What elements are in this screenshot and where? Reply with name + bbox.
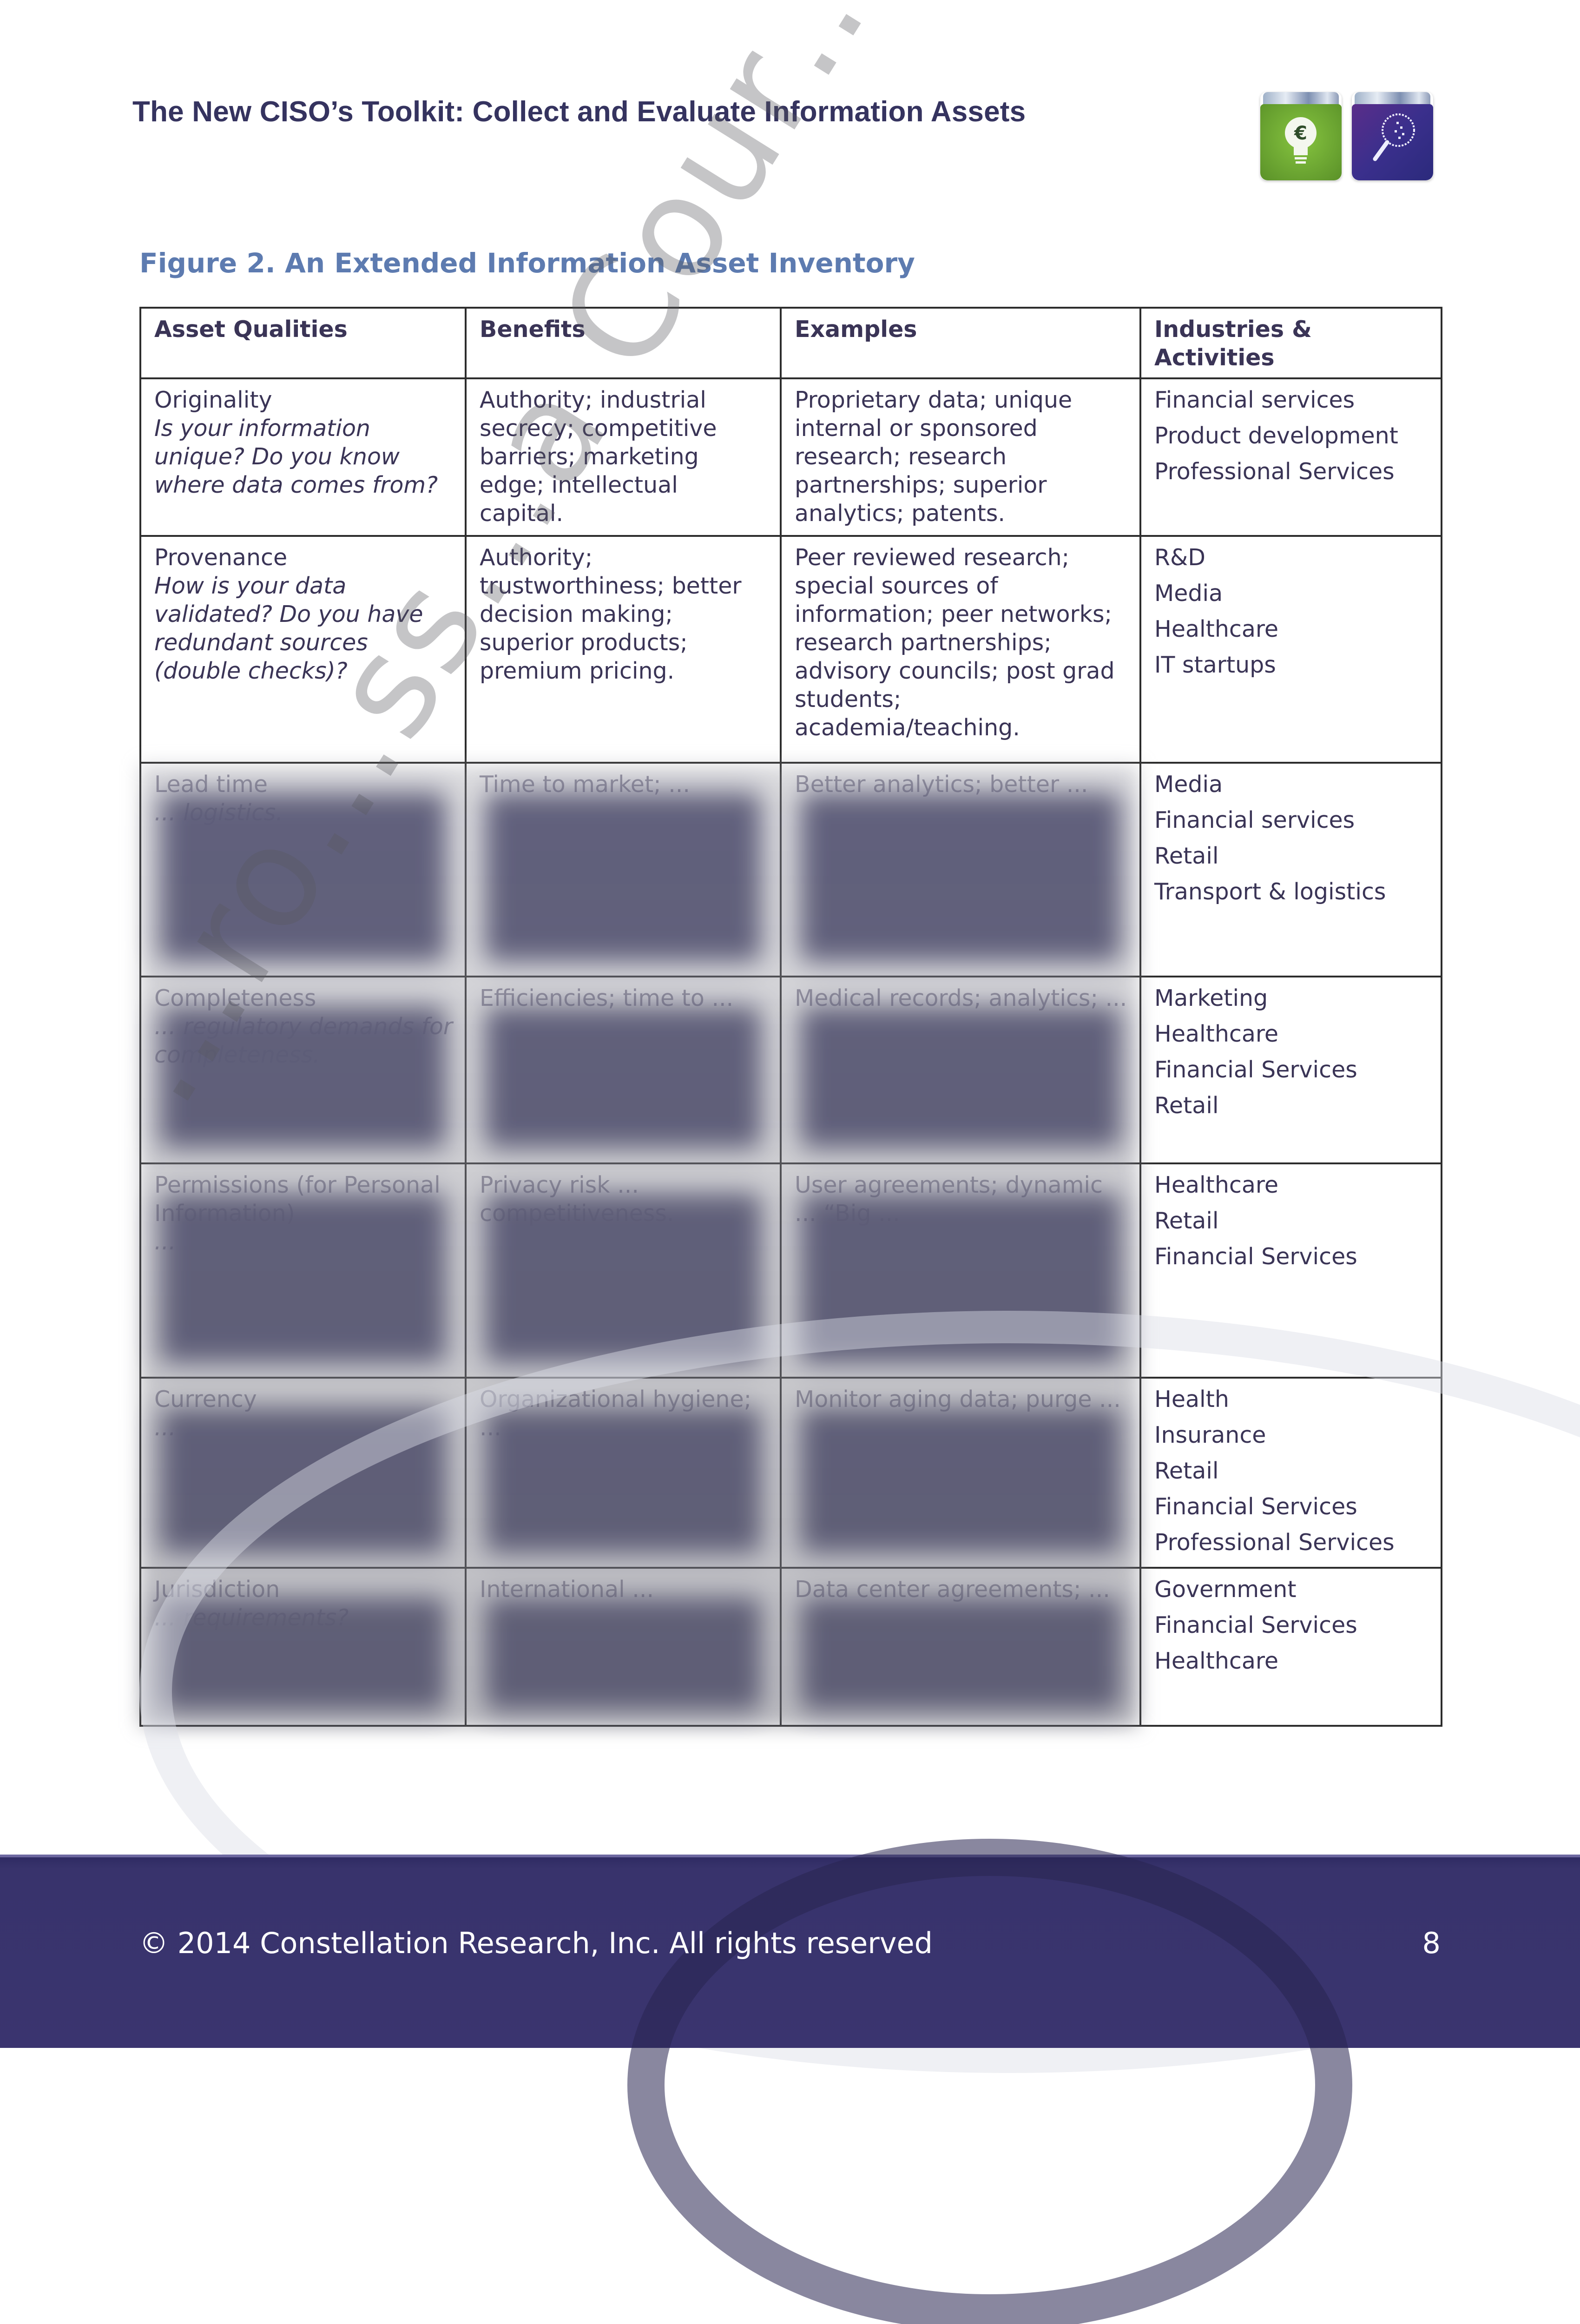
industry-item: Government <box>1154 1576 1297 1603</box>
asset-quality-cell: Completeness ... regulatory demands for … <box>139 976 467 1164</box>
quality-name: Originality <box>154 387 272 413</box>
benefits-cell: Time to market; ... <box>465 762 782 977</box>
industry-item: Media <box>1154 580 1223 607</box>
examples-cell: Peer reviewed research; special sources … <box>780 535 1141 764</box>
redaction-blur <box>800 1193 1121 1363</box>
figure-title: Figure 2. An Extended Information Asset … <box>139 247 915 279</box>
svg-text:€: € <box>1294 123 1307 144</box>
quality-question: Is your information unique? Do you know … <box>154 415 438 498</box>
page-number: 8 <box>1422 1926 1441 1960</box>
industry-item: Financial services <box>1154 387 1355 413</box>
redaction-blur <box>160 1598 446 1711</box>
header-icons: € <box>1260 92 1433 180</box>
industry-item: Healthcare <box>1154 616 1279 642</box>
benefits-cell: International ... <box>465 1567 782 1727</box>
redaction-blur <box>485 1598 761 1711</box>
industry-item: Retail <box>1154 1458 1219 1484</box>
footer-decoration <box>627 1839 1352 2324</box>
column-header: Asset Qualities <box>139 307 467 379</box>
industry-item: Retail <box>1154 1092 1219 1119</box>
industry-item: Healthcare <box>1154 1172 1279 1198</box>
redaction-blur <box>800 1598 1121 1711</box>
examples-cell: Data center agreements; ... <box>780 1567 1141 1727</box>
industry-item: Marketing <box>1154 985 1268 1011</box>
redaction-blur <box>485 1006 761 1149</box>
table-row: Permissions (for Personal Information) .… <box>139 1162 1442 1379</box>
quality-name: Provenance <box>154 544 288 571</box>
column-header: Benefits <box>465 307 782 379</box>
table-row: Jurisdiction ... requirements? Internati… <box>139 1567 1442 1727</box>
table-row: Lead time ... logistics. Time to market;… <box>139 762 1442 977</box>
benefits-cell: Authority; trustworthiness; better decis… <box>465 535 782 764</box>
industries-cell: Financial services Product development P… <box>1139 377 1442 537</box>
industry-item: Financial Services <box>1154 1243 1357 1270</box>
table-row: Currency ... Organizational hygiene; ...… <box>139 1377 1442 1569</box>
industries-cell: Health Insurance Retail Financial Servic… <box>1139 1377 1442 1569</box>
benefits-cell: Efficiencies; time to ... <box>465 976 782 1164</box>
industry-item: Financial services <box>1154 807 1355 833</box>
industry-item: Health <box>1154 1386 1229 1413</box>
industry-item: Insurance <box>1154 1422 1266 1448</box>
redaction-blur <box>160 792 446 962</box>
industry-item: Professional Services <box>1154 1529 1395 1556</box>
industry-item: Financial Services <box>1154 1612 1357 1638</box>
asset-quality-cell: Lead time ... logistics. <box>139 762 467 977</box>
column-header: Examples <box>780 307 1141 379</box>
asset-quality-cell: Jurisdiction ... requirements? <box>139 1567 467 1727</box>
industry-item: Retail <box>1154 1208 1219 1234</box>
benefits-cell: Organizational hygiene; ... <box>465 1377 782 1569</box>
redaction-blur <box>800 792 1121 962</box>
redaction-blur <box>160 1407 446 1553</box>
table-row: Completeness ... regulatory demands for … <box>139 976 1442 1164</box>
asset-quality-cell: Originality Is your information unique? … <box>139 377 467 537</box>
examples-cell: Better analytics; better ... <box>780 762 1141 977</box>
magnifier-data-icon <box>1352 92 1433 180</box>
industry-item: Professional Services <box>1154 458 1395 485</box>
industries-cell: Marketing Healthcare Financial Services … <box>1139 976 1442 1164</box>
industries-cell: R&D Media Healthcare IT startups <box>1139 535 1442 764</box>
industries-cell: Government Financial Services Healthcare <box>1139 1567 1442 1727</box>
column-header: Industries & Activities <box>1139 307 1442 379</box>
asset-quality-cell: Permissions (for Personal Information) .… <box>139 1162 467 1379</box>
euro-lightbulb-icon: € <box>1260 92 1342 180</box>
industry-item: Financial Services <box>1154 1056 1357 1083</box>
asset-quality-cell: Currency ... <box>139 1377 467 1569</box>
table-row: Originality Is your information unique? … <box>139 377 1442 537</box>
quality-question: How is your data validated? Do you have … <box>154 573 423 684</box>
table-header-row: Asset Qualities Benefits Examples Indust… <box>139 307 1442 379</box>
industry-item: Transport & logistics <box>1154 878 1386 905</box>
redaction-blur <box>800 1006 1121 1149</box>
redaction-blur <box>485 792 761 962</box>
examples-cell: Monitor aging data; purge ... <box>780 1377 1141 1569</box>
table-row: Provenance How is your data validated? D… <box>139 535 1442 764</box>
redaction-blur <box>800 1407 1121 1553</box>
industry-item: IT startups <box>1154 652 1276 678</box>
asset-quality-cell: Provenance How is your data validated? D… <box>139 535 467 764</box>
page-footer: © 2014 Constellation Research, Inc. All … <box>0 1839 1580 2324</box>
redaction-blur <box>160 1006 446 1149</box>
asset-inventory-table: Asset Qualities Benefits Examples Indust… <box>139 307 1442 1727</box>
industries-cell: Healthcare Retail Financial Services <box>1139 1162 1442 1379</box>
benefits-cell: Authority; industrial secrecy; competiti… <box>465 377 782 537</box>
industry-item: Product development <box>1154 423 1398 449</box>
copyright-text: © 2014 Constellation Research, Inc. All … <box>139 1926 933 1960</box>
industry-item: Media <box>1154 771 1223 798</box>
redaction-blur <box>160 1193 446 1363</box>
industry-item: Healthcare <box>1154 1648 1279 1674</box>
benefits-cell: Privacy risk ... competitiveness. <box>465 1162 782 1379</box>
examples-cell: User agreements; dynamic ... “Big ... <box>780 1162 1141 1379</box>
industries-cell: Media Financial services Retail Transpor… <box>1139 762 1442 977</box>
document-title: The New CISO’s Toolkit: Collect and Eval… <box>132 96 1026 128</box>
examples-cell: Medical records; analytics; ... <box>780 976 1141 1164</box>
industry-item: R&D <box>1154 544 1205 571</box>
redaction-blur <box>485 1193 761 1363</box>
industry-item: Financial Services <box>1154 1493 1357 1520</box>
redaction-blur <box>485 1407 761 1553</box>
industry-item: Healthcare <box>1154 1021 1279 1047</box>
industry-item: Retail <box>1154 843 1219 869</box>
examples-cell: Proprietary data; unique internal or spo… <box>780 377 1141 537</box>
